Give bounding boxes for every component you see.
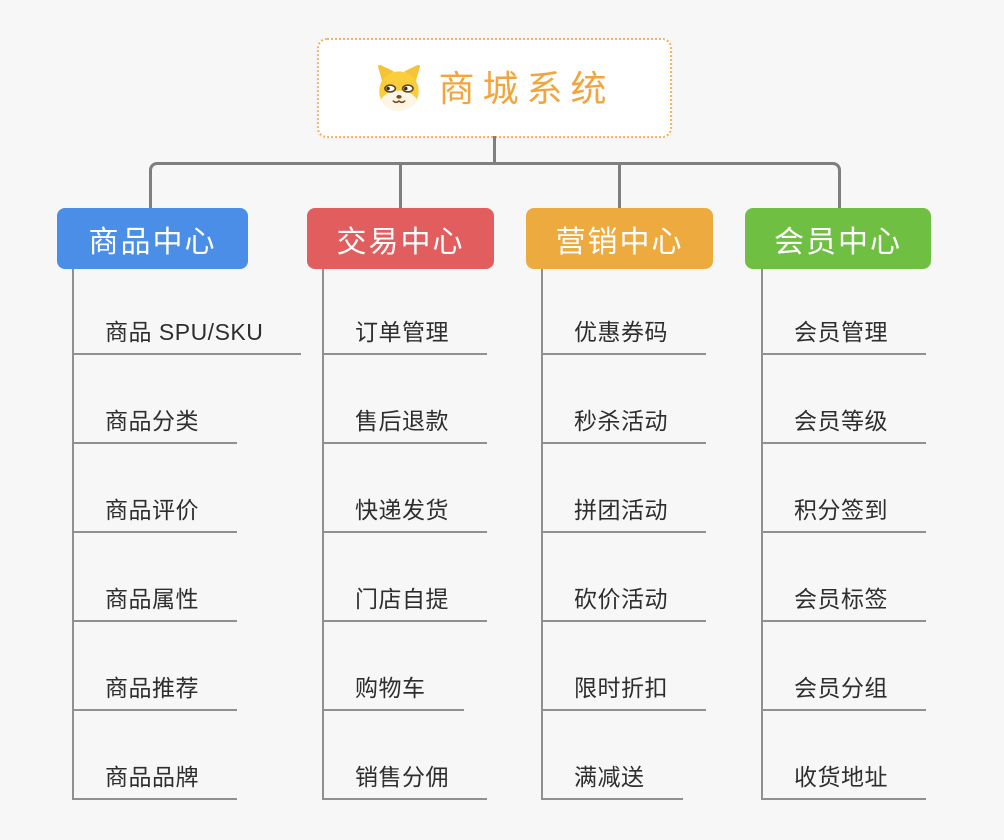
- root-title: 商城系统: [438, 68, 615, 109]
- leaf-node[interactable]: 门店自提: [322, 585, 487, 622]
- connector-elbow-left: [149, 162, 494, 208]
- leaf-node[interactable]: 收货地址: [761, 763, 926, 800]
- leaf-node[interactable]: 会员分组: [761, 674, 926, 711]
- leaf-node[interactable]: 会员标签: [761, 585, 926, 622]
- branch-spine: [72, 269, 74, 800]
- leaf-node[interactable]: 售后退款: [322, 407, 487, 444]
- leaf-node[interactable]: 商品分类: [72, 407, 237, 444]
- leaf-node[interactable]: 秒杀活动: [541, 407, 706, 444]
- branch-spine: [761, 269, 763, 800]
- leaf-node[interactable]: 购物车: [322, 674, 464, 711]
- connector-drop-2: [399, 162, 402, 208]
- branch-children-products: 商品 SPU/SKU 商品分类 商品评价 商品属性 商品推荐 商品品牌: [72, 266, 302, 800]
- branch-node-trade[interactable]: 交易中心: [307, 208, 494, 269]
- branch-spine: [322, 269, 324, 800]
- connector-elbow-right: [494, 162, 841, 208]
- leaf-node[interactable]: 砍价活动: [541, 585, 706, 622]
- branch-children-trade: 订单管理 售后退款 快递发货 门店自提 购物车 销售分佣: [322, 266, 487, 800]
- leaf-node[interactable]: 商品 SPU/SKU: [72, 318, 302, 355]
- leaf-node[interactable]: 销售分佣: [322, 763, 487, 800]
- leaf-node[interactable]: 商品品牌: [72, 763, 237, 800]
- leaf-node[interactable]: 商品属性: [72, 585, 237, 622]
- branch-node-products[interactable]: 商品中心: [57, 208, 248, 269]
- leaf-node[interactable]: 商品评价: [72, 496, 237, 533]
- connector-root-stem: [493, 136, 496, 164]
- leaf-node[interactable]: 快递发货: [322, 496, 487, 533]
- branch-children-members: 会员管理 会员等级 积分签到 会员标签 会员分组 收货地址: [761, 266, 926, 800]
- leaf-node[interactable]: 会员管理: [761, 318, 926, 355]
- leaf-node[interactable]: 订单管理: [322, 318, 487, 355]
- connector-drop-3: [618, 162, 621, 208]
- leaf-node[interactable]: 限时折扣: [541, 674, 706, 711]
- leaf-node[interactable]: 商品推荐: [72, 674, 237, 711]
- branch-node-marketing[interactable]: 营销中心: [526, 208, 713, 269]
- leaf-node[interactable]: 拼团活动: [541, 496, 706, 533]
- branch-spine: [541, 269, 543, 800]
- leaf-node[interactable]: 会员等级: [761, 407, 926, 444]
- leaf-node[interactable]: 优惠券码: [541, 318, 706, 355]
- root-node[interactable]: 商城系统: [317, 38, 672, 138]
- dog-face-icon: [378, 64, 421, 111]
- leaf-node[interactable]: 积分签到: [761, 496, 926, 533]
- leaf-node[interactable]: 满减送: [541, 763, 683, 800]
- branch-children-marketing: 优惠券码 秒杀活动 拼团活动 砍价活动 限时折扣 满减送: [541, 266, 706, 800]
- branch-node-members[interactable]: 会员中心: [745, 208, 931, 269]
